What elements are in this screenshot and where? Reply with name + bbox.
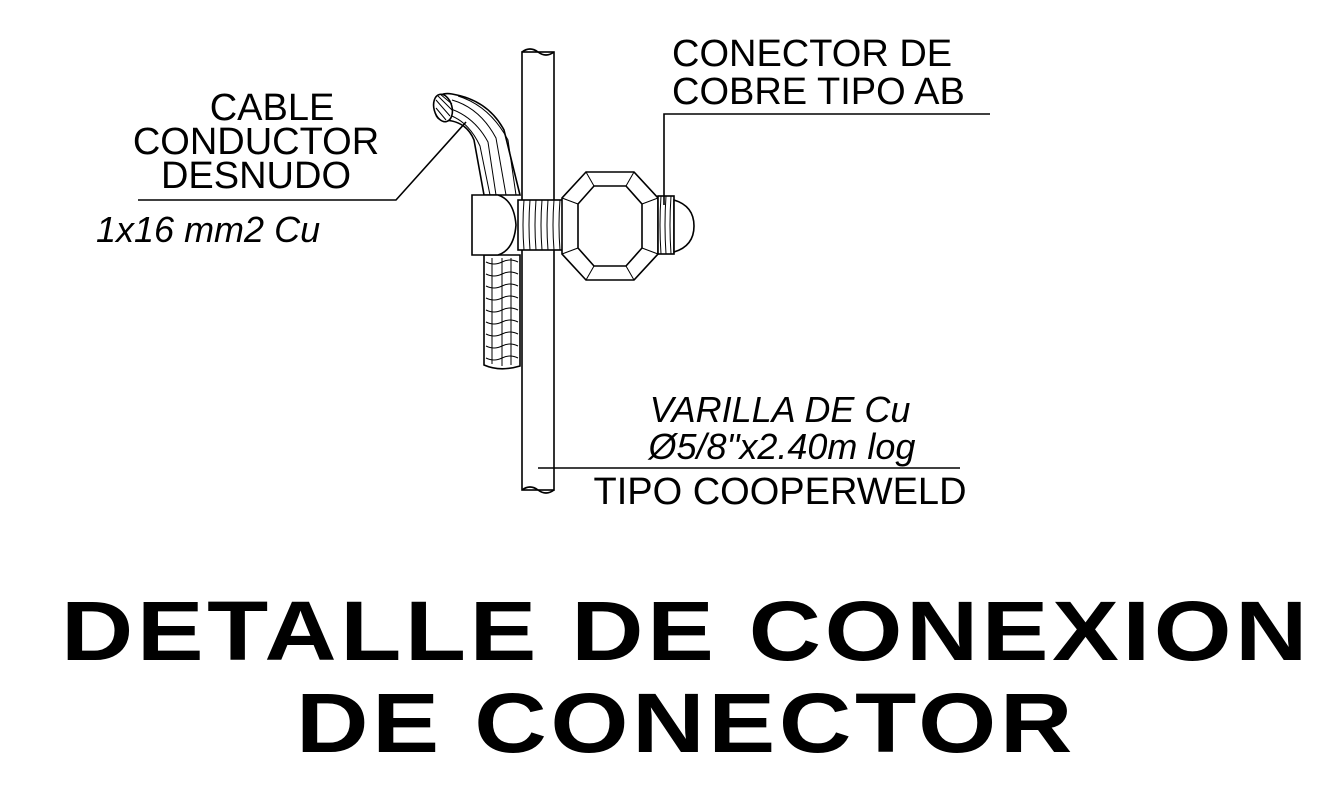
title-line2: DE CONECTOR	[296, 676, 1076, 770]
cable-label-line3: DESNUDO	[161, 155, 351, 197]
cable-label-line1: CABLE	[210, 87, 335, 129]
cable-label-line2: CONDUCTOR	[133, 121, 379, 163]
cable-leader	[138, 121, 467, 201]
cable-label-group: CABLE CONDUCTOR DESNUDO 1x16 mm2 Cu	[96, 87, 379, 250]
copper-ground-rod	[521, 48, 555, 494]
connector-saddle	[471, 194, 517, 256]
bare-conductor-cable	[432, 92, 522, 370]
rod-label-line2: Ø5/8"x2.40m log	[648, 426, 916, 467]
rod-label-line3: TIPO COOPERWELD	[593, 471, 966, 513]
connector-nut	[561, 171, 659, 281]
copper-connector-ab	[471, 171, 695, 281]
connector-label-line2: COBRE TIPO AB	[672, 71, 965, 113]
connector-label-line1: CONECTOR DE	[672, 33, 952, 75]
bolt-threads-right	[659, 195, 672, 255]
leader-lines	[138, 113, 990, 469]
bolt-threads-left	[522, 199, 561, 251]
connector-leader	[663, 113, 990, 205]
bolt-dome-end	[673, 198, 695, 254]
title-line1: DETALLE DE CONEXION	[61, 584, 1311, 678]
drawing-title: DETALLE DE CONEXION DE CONECTOR	[61, 584, 1311, 770]
rod-label-group: VARILLA DE Cu Ø5/8"x2.40m log TIPO COOPE…	[593, 389, 966, 513]
cable-spec-label: 1x16 mm2 Cu	[96, 209, 320, 250]
connector-label-group: CONECTOR DE COBRE TIPO AB	[672, 33, 965, 113]
cable-strands-lower	[485, 258, 519, 366]
rod-label-line1: VARILLA DE Cu	[650, 389, 911, 430]
